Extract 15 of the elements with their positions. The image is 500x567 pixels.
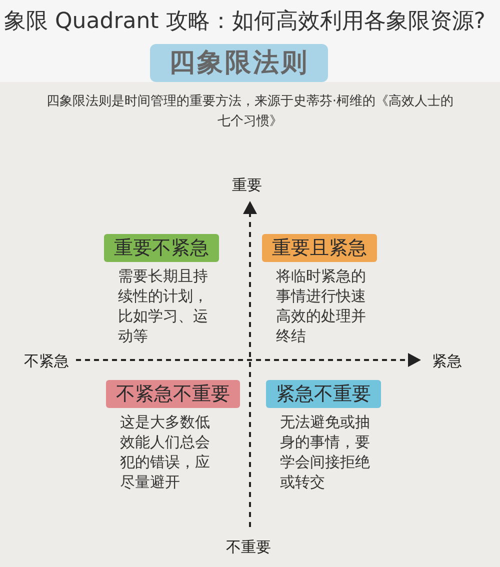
description-text: 这是大多数低效能人们总会犯的错误，应尽量避开 — [120, 412, 211, 492]
title-banner: 四象限法则 — [150, 44, 328, 82]
description-text: 将临时紧急的事情进行快速高效的处理并终结 — [276, 266, 367, 346]
category-band: 重要且紧急 — [262, 234, 377, 262]
category-band: 重要不紧急 — [104, 234, 219, 262]
description-text: 无法避免或抽身的事情，要学会间接拒绝或转交 — [280, 412, 371, 492]
category-band: 不紧急不重要 — [106, 380, 240, 408]
axis-label: 不重要 — [226, 537, 271, 558]
axis-label: 重要 — [232, 175, 262, 196]
description-text: 需要长期且持续性的计划，比如学习、运动等 — [118, 266, 209, 346]
axis-label: 紧急 — [432, 351, 462, 372]
category-band: 紧急不重要 — [266, 380, 381, 408]
description-text: 四象限法则是时间管理的重要方法，来源于史蒂芬·柯维的《高效人士的七个习惯》 — [45, 93, 455, 131]
axis-label: 不紧急 — [24, 351, 69, 372]
page-title: 象限 Quadrant 攻略：如何高效利用各象限资源? — [4, 8, 486, 36]
